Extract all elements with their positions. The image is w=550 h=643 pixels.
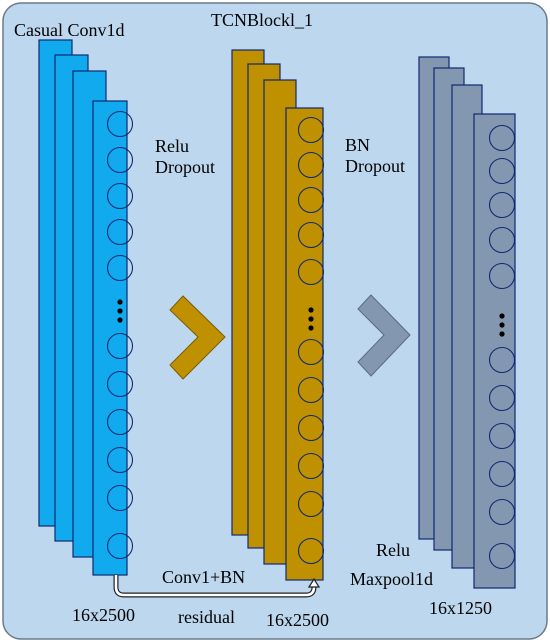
stage-3-op-1: Relu [376, 540, 410, 560]
stage-3-op-2: Maxpool1d [350, 569, 433, 589]
stage-2-op-1: BN [345, 135, 371, 155]
chevron-right-icon [357, 294, 411, 377]
stage-1-map-front [92, 100, 134, 576]
stage-3-map-front [473, 113, 516, 589]
stage-2-feature-maps [231, 49, 325, 581]
ellipsis-dots [308, 307, 314, 331]
ellipsis-dots [499, 313, 505, 337]
residual-connection [113, 575, 321, 598]
stage-3-feature-maps [418, 56, 516, 589]
arrow-head-icon [307, 577, 321, 588]
stage-2-op-2: Dropout [345, 156, 405, 176]
stage-1-feature-maps [38, 39, 134, 576]
stage-2-shape: 16x2500 [266, 610, 329, 630]
stage-1-name: Casual Conv1d [14, 20, 125, 40]
stage-1-op-1: Relu [155, 136, 189, 156]
stage-3-shape: 16x1250 [429, 598, 492, 618]
stage-1-shape: 16x2500 [72, 605, 135, 625]
stage-1-op-2: Dropout [155, 157, 215, 177]
residual-op-label: Conv1+BN [162, 567, 246, 587]
diagram-title: TCNBlockl_1 [211, 10, 313, 30]
stage-2-map-front [285, 107, 325, 581]
chevron-right-icon [169, 295, 226, 380]
residual-label: residual [178, 607, 235, 627]
ellipsis-dots [117, 299, 123, 323]
